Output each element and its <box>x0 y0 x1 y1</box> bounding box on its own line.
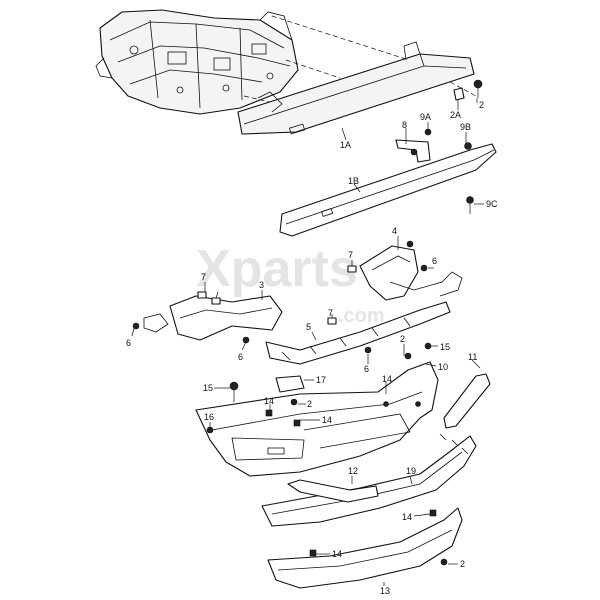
callout-2A: 2A <box>450 110 461 120</box>
callout-14-e: 14 <box>332 549 342 559</box>
trim-strip-11 <box>404 342 491 429</box>
callout-7-mid: 7 <box>328 308 333 318</box>
watermark: Xparts .com <box>196 240 385 327</box>
callout-2-mid: 2 <box>400 334 405 344</box>
fasteners-top <box>424 79 483 214</box>
guide-rail-5 <box>265 301 451 365</box>
callout-3: 3 <box>259 280 264 290</box>
callout-6-left: 6 <box>126 338 131 348</box>
watermark-sub: .com <box>338 305 385 327</box>
callout-9B: 9B <box>460 122 471 132</box>
callout-14-b: 14 <box>264 396 274 406</box>
callout-13: 13 <box>380 586 390 596</box>
callout-2-top: 2 <box>479 100 484 110</box>
callout-2-left: 2 <box>307 399 312 409</box>
callout-14-c: 14 <box>322 415 332 425</box>
callout-7-left: 7 <box>201 272 206 282</box>
side-bracket-4 <box>359 240 463 301</box>
callout-15-right: 15 <box>440 342 450 352</box>
callout-2-bottom: 2 <box>460 559 465 569</box>
callout-6-right: 6 <box>432 256 437 266</box>
callout-labels: 2 2A 1A 8 9A 9B 1B 9C 4 7 6 7 3 7 5 6 6 … <box>126 100 498 596</box>
callout-12: 12 <box>348 466 358 476</box>
callout-14-d: 14 <box>402 512 412 522</box>
trim-strip-12 <box>287 479 379 503</box>
callout-11: 11 <box>468 352 477 362</box>
callout-19: 19 <box>406 466 416 476</box>
callout-1B: 1B <box>348 176 359 186</box>
impact-absorber-1B <box>279 143 497 237</box>
callout-17: 17 <box>316 375 326 385</box>
fasteners-left <box>206 375 305 434</box>
bumper-cover-10 <box>195 361 439 477</box>
watermark-main: Xparts <box>196 240 358 298</box>
callout-15-left: 15 <box>203 383 213 393</box>
callout-10: 10 <box>438 362 448 372</box>
lower-diffuser-13 <box>267 507 463 589</box>
vehicle-body-section <box>95 9 299 115</box>
carrier-bracket-8 <box>395 139 431 163</box>
callout-6-lower: 6 <box>364 364 369 374</box>
leader-lines <box>131 98 484 586</box>
callout-7-right: 7 <box>348 250 353 260</box>
callout-9C: 9C <box>486 199 498 209</box>
callout-9A: 9A <box>420 112 431 122</box>
callout-6-mid: 6 <box>238 352 243 362</box>
callout-8: 8 <box>402 120 407 130</box>
bumper-carrier-1A <box>237 41 475 135</box>
callout-1A: 1A <box>340 140 351 150</box>
side-bracket-3 <box>132 295 283 344</box>
callout-16: 16 <box>204 412 214 422</box>
callout-14-a: 14 <box>382 374 392 384</box>
callout-5: 5 <box>306 322 311 332</box>
callout-4: 4 <box>392 226 397 236</box>
